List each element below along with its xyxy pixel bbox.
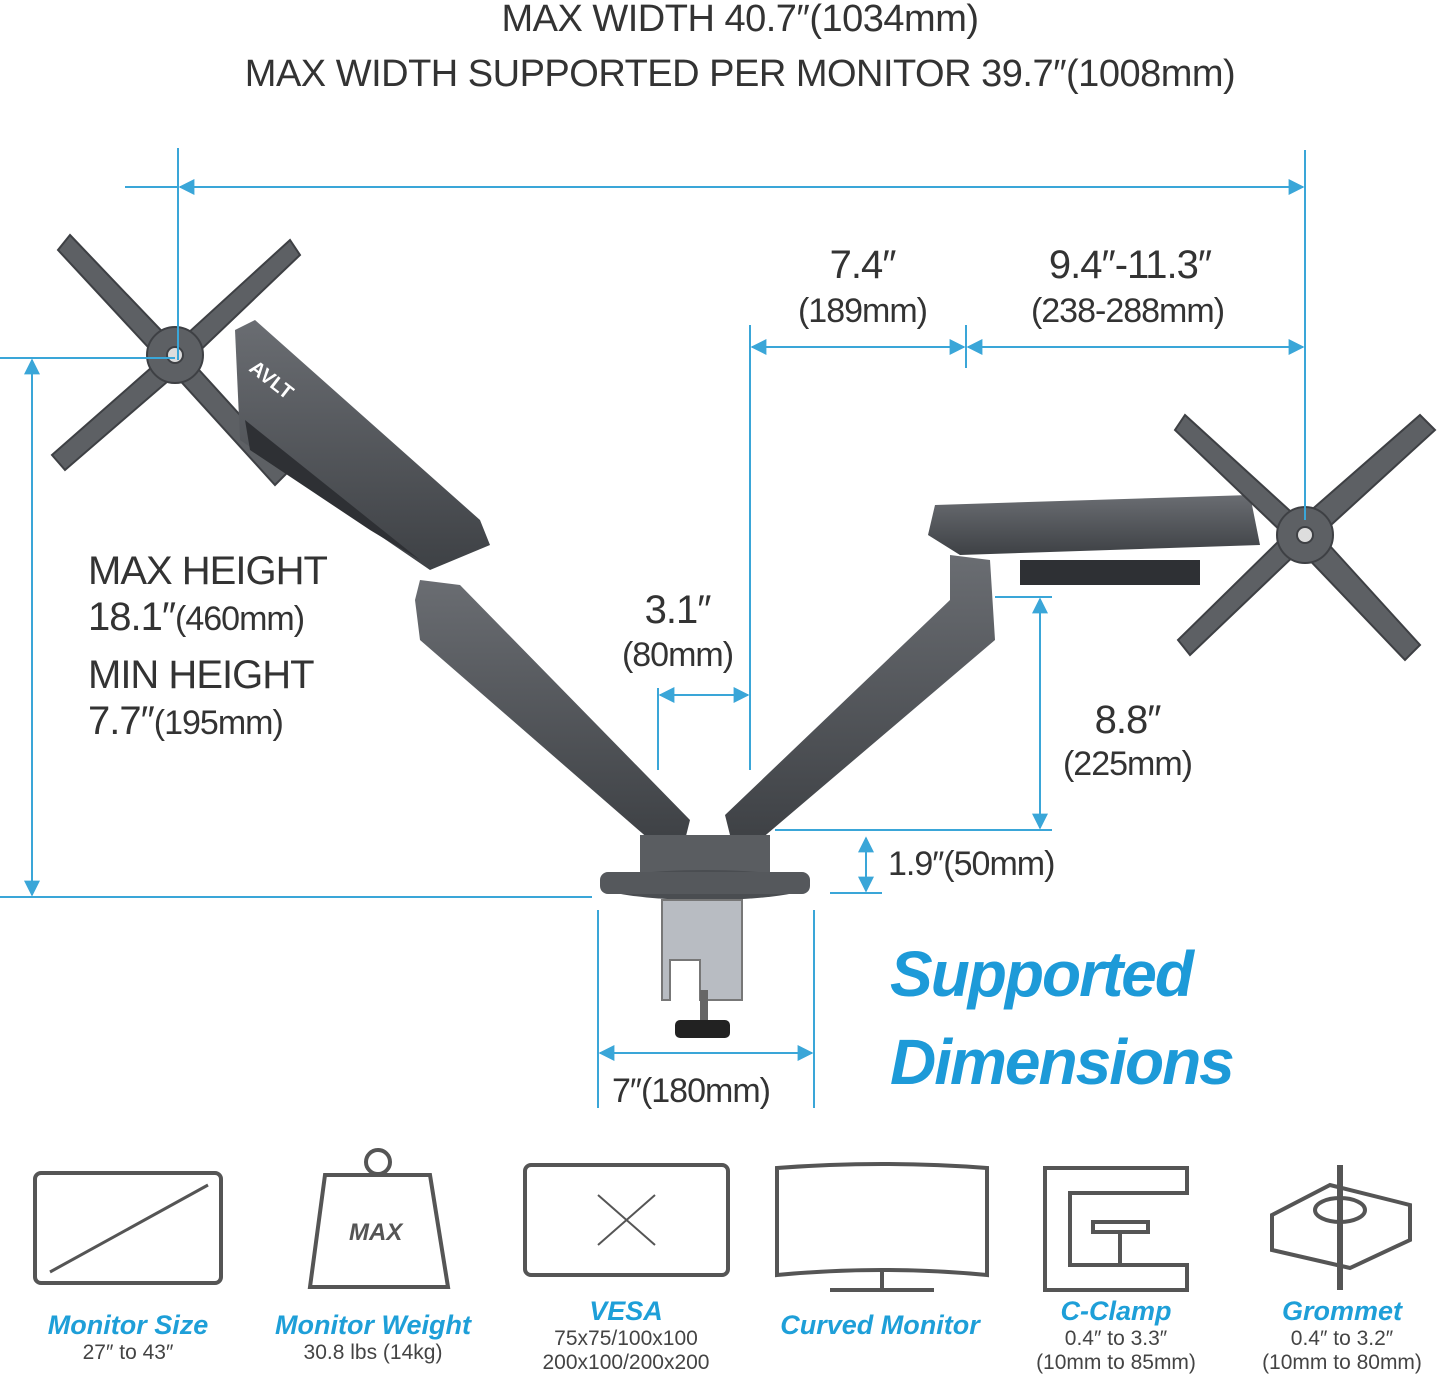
- base-width-label: 7″(180mm): [612, 1072, 771, 1110]
- hero-title: Supported Dimensions: [890, 938, 1235, 1098]
- max-height-label: MAX HEIGHT 18.1″(460mm): [88, 549, 328, 639]
- max-width-title: MAX WIDTH 40.7″(1034mm): [501, 0, 979, 40]
- extension-value: 9.4″-11.3″: [1048, 243, 1212, 287]
- feature-curved-monitor: Curved Monitor: [780, 1310, 980, 1340]
- left-vesa-plate: [50, 233, 302, 487]
- vertical-travel-metric: (225mm): [1062, 745, 1193, 783]
- curved-monitor-icon: [775, 1162, 989, 1292]
- arm-reach-value: 7.4″: [829, 243, 897, 287]
- left-arm: AVLT: [235, 320, 690, 840]
- feature-monitor-size: Monitor Size 27″ to 43″: [47, 1310, 209, 1364]
- right-vesa-plate: [1173, 413, 1437, 662]
- weight-icon: [307, 1148, 451, 1289]
- min-height-label: MIN HEIGHT 7.7″(195mm): [88, 653, 315, 743]
- feature-monitor-weight: Monitor Weight 30.8 lbs (14kg): [275, 1310, 471, 1364]
- vesa-icon: [523, 1163, 730, 1277]
- extension-metric: (238-288mm): [1030, 292, 1225, 330]
- base-height-label: 1.9″(50mm): [888, 845, 1055, 883]
- right-arm: [725, 495, 1260, 840]
- desk-base: [600, 835, 810, 1038]
- vertical-travel-value: 8.8″: [1094, 698, 1162, 742]
- feature-grommet: Grommet 0.4″ to 3.2″ (10mm to 80mm): [1262, 1296, 1422, 1374]
- arm-reach-metric: (189mm): [797, 292, 928, 330]
- gap-metric: (80mm): [621, 636, 734, 674]
- c-clamp-icon: [1043, 1166, 1189, 1292]
- weight-icon-label: MAX: [349, 1219, 404, 1246]
- max-width-per-monitor-title: MAX WIDTH SUPPORTED PER MONITOR 39.7″(10…: [244, 53, 1236, 95]
- monitor-size-icon: [33, 1171, 223, 1285]
- grommet-icon: [1270, 1165, 1412, 1290]
- feature-c-clamp: C-Clamp 0.4″ to 3.3″ (10mm to 85mm): [1036, 1296, 1196, 1374]
- dimension-lines: [0, 148, 1306, 1108]
- feature-vesa: VESA 75x75/100x100 200x100/200x200: [542, 1296, 710, 1374]
- gap-value: 3.1″: [644, 588, 712, 632]
